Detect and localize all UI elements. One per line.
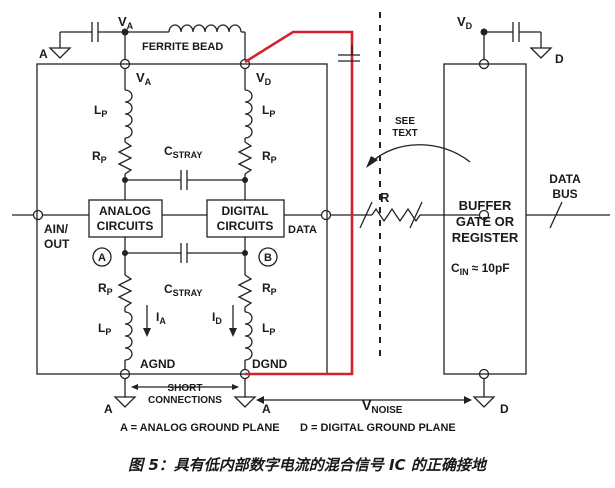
vnoise-arrow	[256, 396, 472, 404]
buffer-label-line3: REGISTER	[452, 230, 519, 245]
lp-dgnd-label: LP	[262, 321, 275, 337]
see-text-line2: TEXT	[392, 128, 418, 139]
ia-label: IA	[156, 310, 166, 326]
ground-symbol-dgnd	[233, 396, 257, 408]
short-connections-line2: CONNECTIONS	[148, 395, 222, 406]
buffer-gnd-pin	[478, 368, 490, 380]
ferrite-bead-label: FERRITE BEAD	[142, 41, 223, 53]
vd-node-label: VD	[256, 70, 272, 87]
buffer-register-package	[443, 63, 527, 375]
cin-label: CIN≈ 10pF	[451, 261, 510, 277]
analog-circuits-line2: CIRCUITS	[97, 219, 154, 233]
ground-symbol-a-top	[48, 47, 72, 59]
ground-label-a-dgnd: A	[262, 402, 271, 416]
resistor-rp-dgnd	[237, 274, 253, 308]
see-text-line1: SEE	[395, 116, 415, 127]
data-bus-line2: BUS	[552, 187, 577, 201]
see-text-arrow	[366, 144, 471, 168]
node-b-label: B	[264, 252, 272, 264]
current-arrow-id	[229, 305, 237, 337]
vd-top-label: VD	[457, 14, 473, 31]
ground-label-a-top: A	[39, 47, 48, 61]
va-decoupling	[48, 22, 169, 59]
buffer-label-line1: BUFFER	[459, 198, 512, 213]
ferrite-bead-coil	[168, 24, 242, 33]
va-top-label: VA	[118, 14, 134, 31]
buffer-input-pin	[478, 209, 490, 221]
inductor-lp-vd	[244, 89, 253, 139]
ain-out-pin	[32, 209, 44, 221]
ground-label-d-bottom: D	[500, 402, 509, 416]
ain-label-line1: AIN/	[44, 222, 69, 236]
cstray-top-capacitor	[125, 170, 245, 190]
current-arrow-ia	[143, 305, 151, 337]
va-pin	[119, 58, 131, 70]
cstray-top-label: CSTRAY	[164, 144, 202, 160]
resistor-rp-vd	[237, 141, 253, 175]
series-resistor-label: R	[380, 190, 390, 205]
ain-label-line2: OUT	[44, 237, 70, 251]
ground-label-d-top: D	[555, 52, 564, 66]
inductor-lp-dgnd	[244, 311, 253, 361]
resistor-rp-va	[117, 141, 133, 175]
short-connections-arrow	[131, 384, 239, 390]
analog-circuits-line1: ANALOG	[99, 204, 151, 218]
ground-symbol-d-bottom	[472, 396, 496, 408]
node-a-label: A	[98, 252, 106, 264]
inductor-lp-va	[124, 89, 133, 139]
node-b-marker	[258, 247, 278, 267]
cstray-bottom-label: CSTRAY	[164, 282, 202, 298]
lp-agnd-label: LP	[98, 321, 111, 337]
rp-agnd-label: RP	[98, 281, 113, 297]
short-connections-line1: SHORT	[168, 383, 203, 394]
vnoise-label: VNOISE	[362, 397, 403, 416]
data-pin-label: DATA	[288, 224, 317, 236]
digital-circuits-line1: DIGITAL	[221, 204, 268, 218]
digital-ground-plane-legend: D = DIGITAL GROUND PLANE	[300, 422, 456, 434]
node-a-marker	[92, 247, 112, 267]
rp-va-label: RP	[92, 149, 107, 165]
rp-vd-label: RP	[262, 149, 277, 165]
data-pin	[320, 209, 332, 221]
lp-va-label: LP	[94, 103, 107, 119]
buffer-label-line2: GATE OR	[456, 214, 515, 229]
agnd-label: AGND	[140, 357, 176, 371]
ground-symbol-agnd	[113, 396, 137, 408]
ground-label-a-agnd: A	[104, 402, 113, 416]
lp-vd-label: LP	[262, 103, 275, 119]
dgnd-label: DGND	[252, 357, 288, 371]
noise-current-path	[244, 30, 354, 376]
rp-dgnd-label: RP	[262, 281, 277, 297]
digital-circuits-line2: CIRCUITS	[217, 219, 274, 233]
cstray-bottom-capacitor	[125, 243, 245, 263]
ground-symbol-d-top	[529, 47, 553, 59]
inductor-lp-agnd	[124, 311, 133, 361]
agnd-pin	[119, 368, 131, 380]
figure-caption: 图 5：具有低内部数字电流的混合信号 IC 的正确接地	[128, 456, 488, 474]
vd-pin	[239, 58, 251, 70]
resistor-rp-agnd	[117, 274, 133, 308]
id-label: ID	[212, 310, 222, 326]
va-node-label: VA	[136, 70, 152, 87]
coupling-capacitor	[338, 45, 360, 62]
analog-ground-plane-legend: A = ANALOG GROUND PLANE	[120, 422, 280, 434]
data-bus-line1: DATA	[549, 172, 581, 186]
